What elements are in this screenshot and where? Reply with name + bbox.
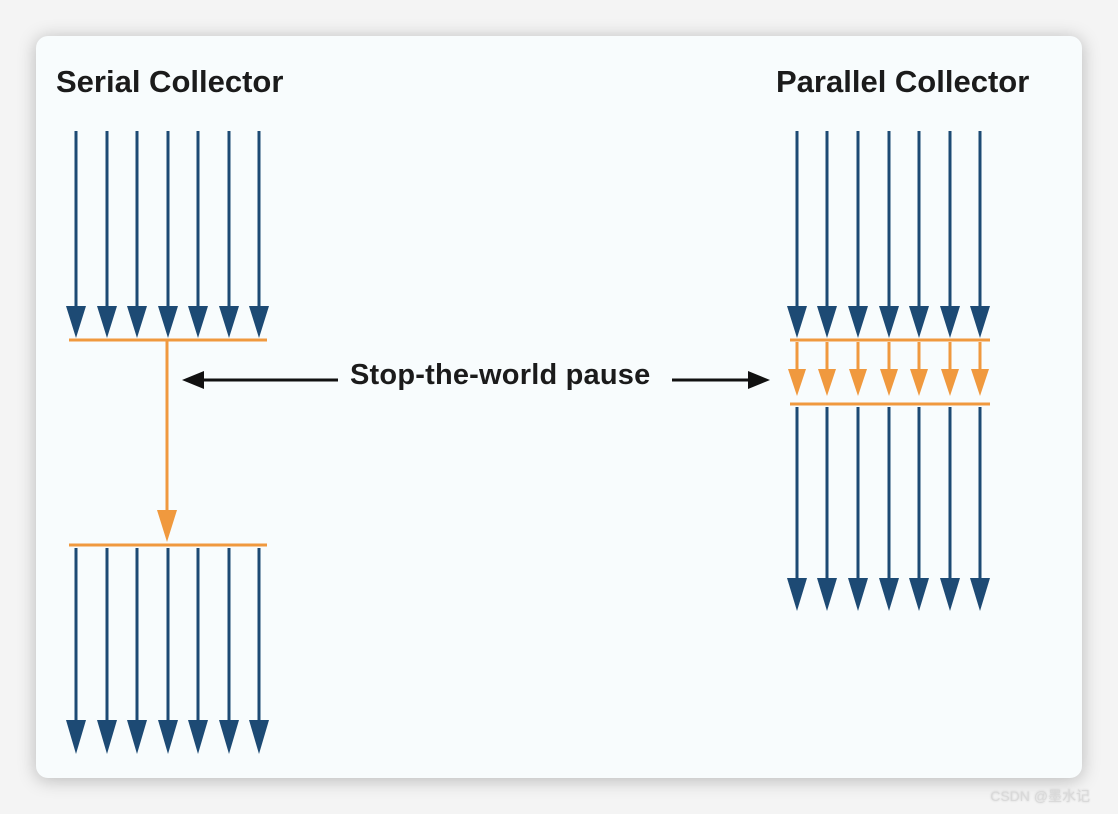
collector-diagram (66, 131, 990, 754)
gc-thread-arrow (971, 342, 989, 396)
thread-arrow (188, 548, 208, 754)
thread-arrow (66, 131, 86, 338)
thread-arrow (879, 131, 899, 338)
gc-thread-arrow (910, 342, 928, 396)
gc-thread-arrow (788, 342, 806, 396)
parallel-app-threads-bottom (787, 407, 990, 611)
thread-arrow (219, 548, 239, 754)
thread-arrow (97, 131, 117, 338)
thread-arrow (940, 131, 960, 338)
thread-arrow (158, 548, 178, 754)
diagram-card: Serial Collector Parallel Collector Stop… (36, 36, 1082, 778)
thread-arrow (848, 131, 868, 338)
thread-arrow (219, 131, 239, 338)
thread-arrow (970, 131, 990, 338)
parallel-gc-threads (788, 338, 990, 406)
serial-gc-thread (69, 338, 267, 547)
gc-thread-arrow (941, 342, 959, 396)
thread-arrow (817, 407, 837, 611)
thread-arrow (66, 548, 86, 754)
thread-arrow (817, 131, 837, 338)
thread-arrow (970, 407, 990, 611)
thread-arrow (158, 131, 178, 338)
serial-app-threads-bottom (66, 548, 269, 754)
thread-arrow (787, 407, 807, 611)
pause-connector-right (672, 371, 770, 389)
thread-arrow (787, 131, 807, 338)
thread-arrow (188, 131, 208, 338)
thread-arrow (879, 407, 899, 611)
thread-arrow (97, 548, 117, 754)
thread-arrow (909, 131, 929, 338)
thread-arrow (249, 548, 269, 754)
parallel-collector-title: Parallel Collector (776, 64, 1030, 99)
stop-the-world-pause-label: Stop-the-world pause (350, 359, 651, 391)
pause-connector-left (182, 371, 338, 389)
thread-arrow (848, 407, 868, 611)
serial-collector-title: Serial Collector (56, 64, 284, 99)
watermark: CSDN @墨水记 (990, 788, 1090, 804)
gc-thread-arrow (849, 342, 867, 396)
thread-arrow (940, 407, 960, 611)
thread-arrow (909, 407, 929, 611)
thread-arrow (127, 131, 147, 338)
parallel-app-threads-top (787, 131, 990, 338)
thread-arrow (249, 131, 269, 338)
serial-app-threads-top (66, 131, 269, 338)
gc-thread-arrow (880, 342, 898, 396)
thread-arrow (127, 548, 147, 754)
gc-thread-arrow (818, 342, 836, 396)
